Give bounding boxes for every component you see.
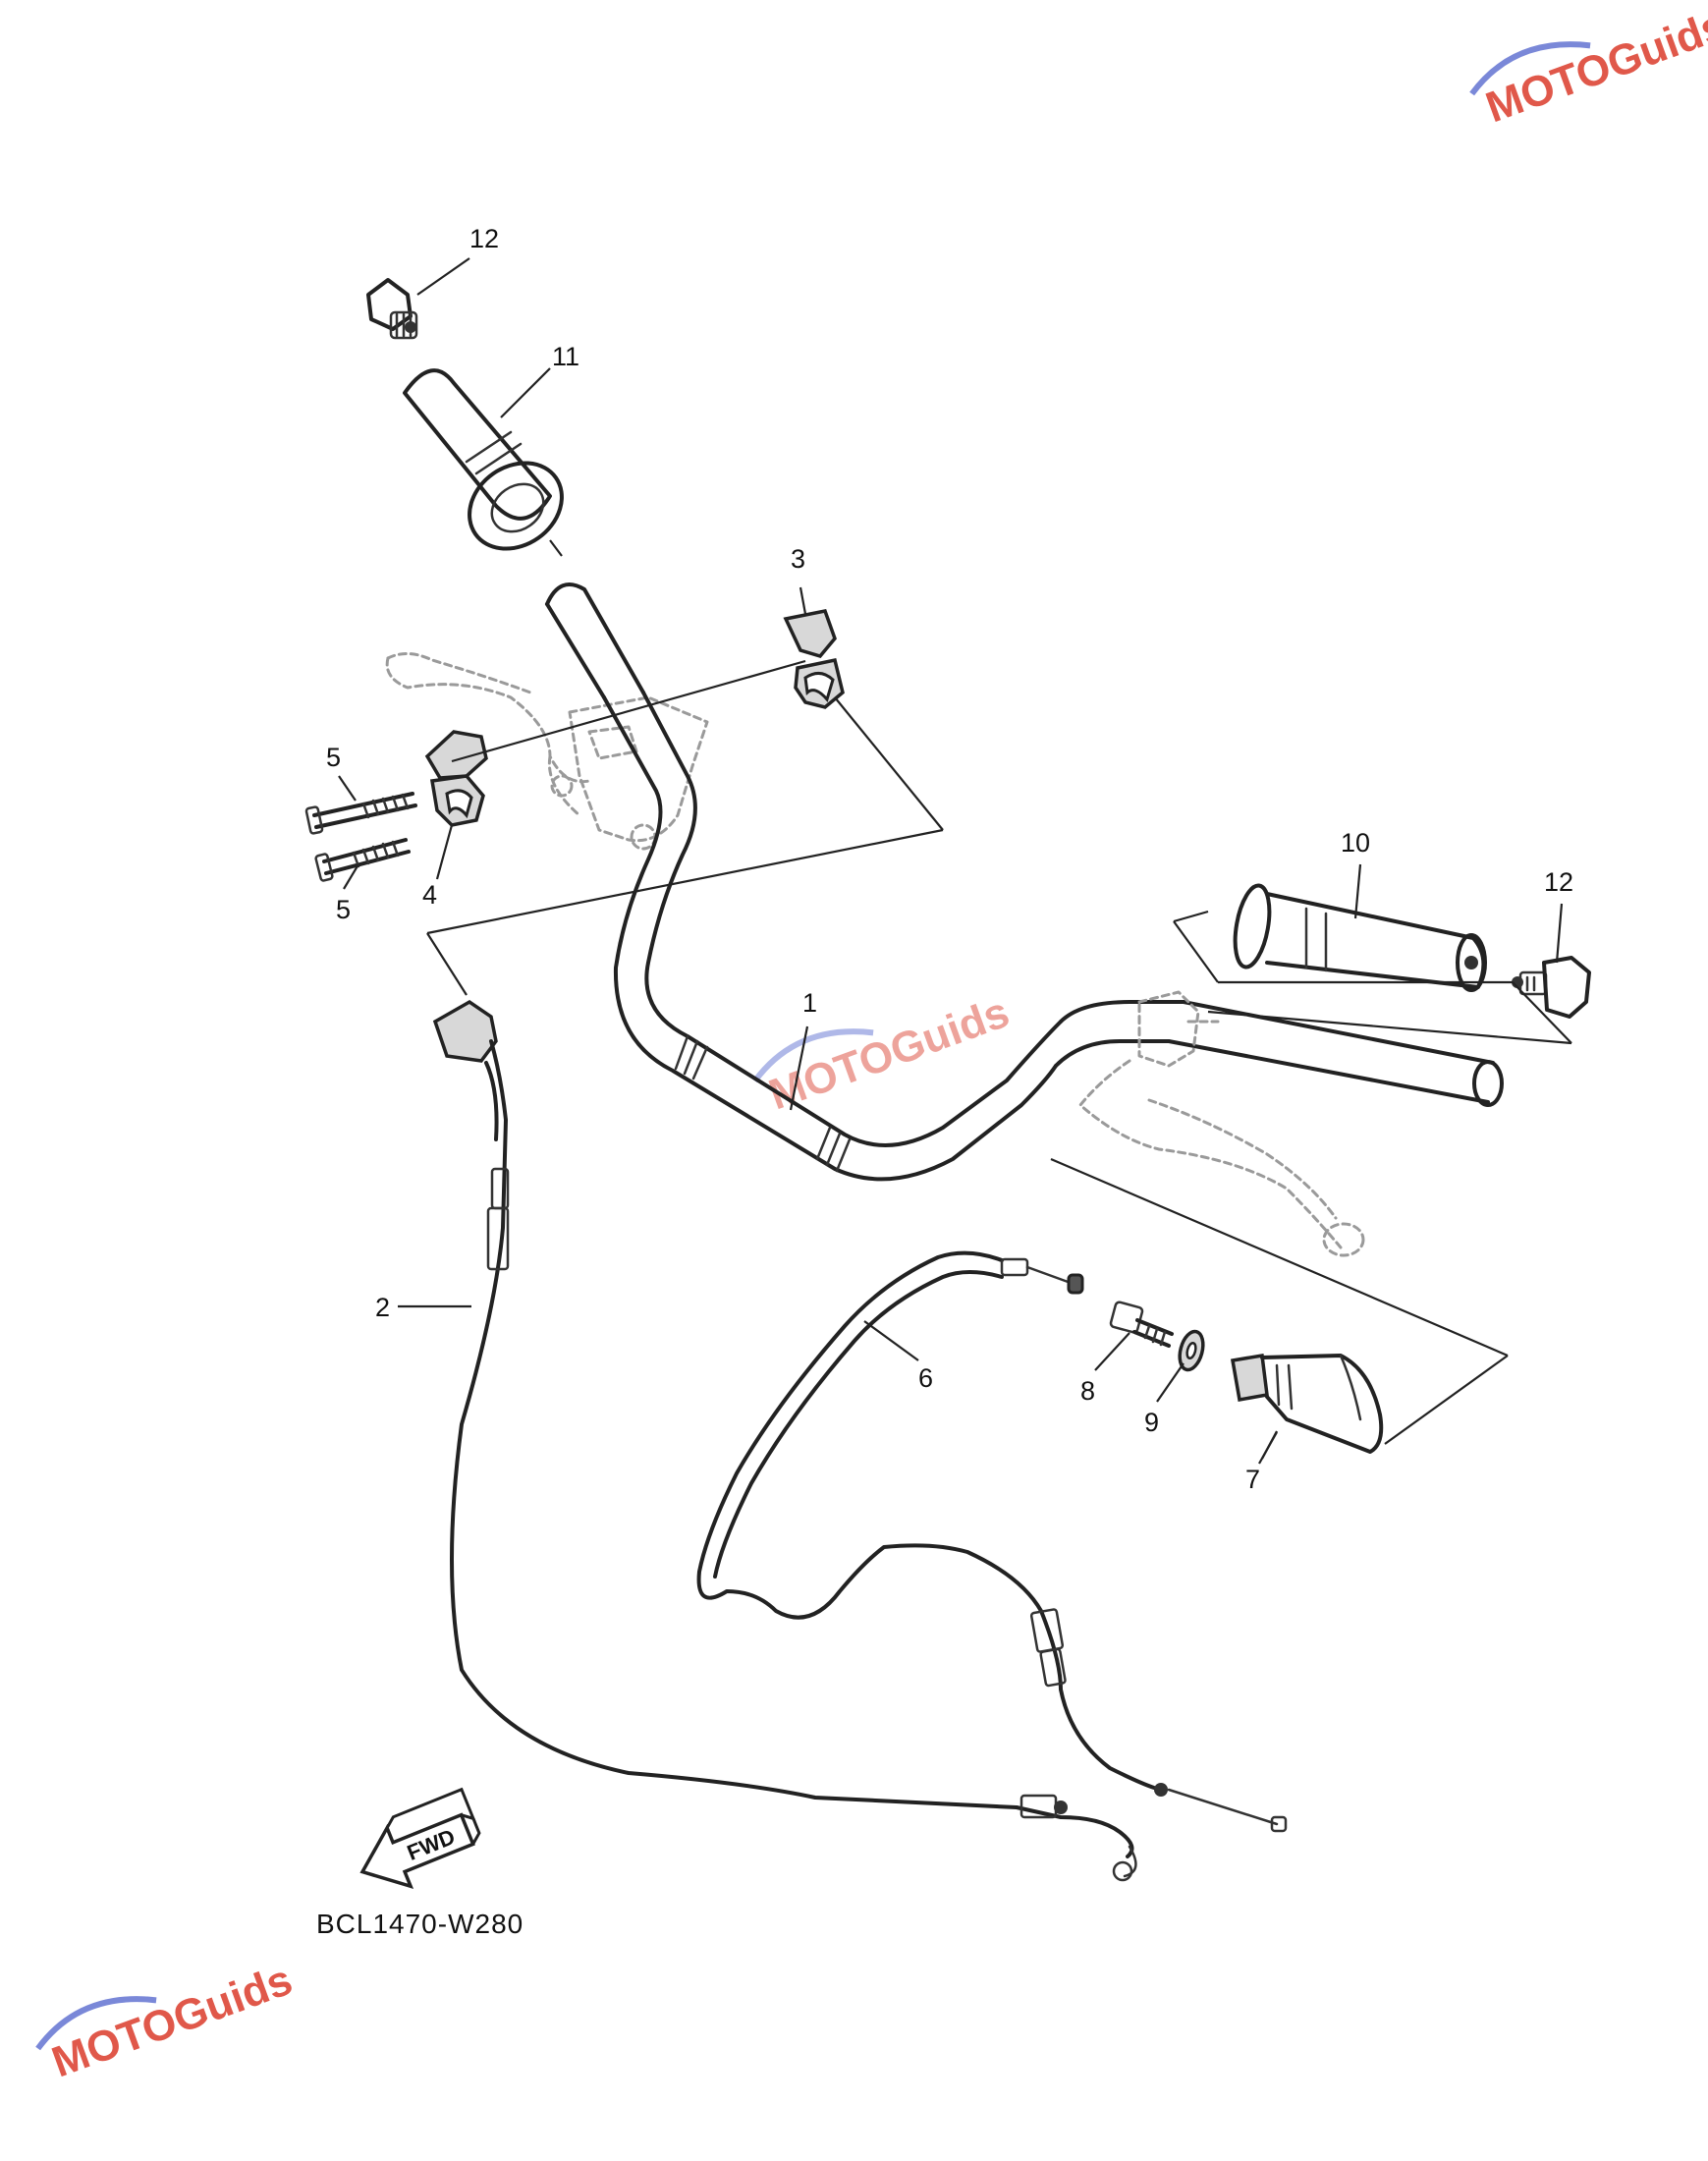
callout-6: 6 xyxy=(918,1363,933,1393)
holder-lower xyxy=(424,730,488,827)
callout-3: 3 xyxy=(791,544,805,574)
forward-arrow: FWD xyxy=(359,1787,481,1890)
cable-housing xyxy=(1230,1353,1384,1460)
callout-5-upper: 5 xyxy=(326,743,341,772)
left-grip xyxy=(1233,883,1487,992)
callout-10: 10 xyxy=(1341,828,1370,858)
callout-1: 1 xyxy=(802,988,817,1018)
watermark-text: MOTOGuids xyxy=(1480,1,1708,133)
clutch-cable xyxy=(432,999,1137,1882)
throttle-grip xyxy=(403,368,564,557)
watermark-text: MOTOGuids xyxy=(46,1956,299,2087)
callout-9: 9 xyxy=(1144,1408,1159,1437)
diagram-code: BCL1470-W280 xyxy=(316,1909,523,1939)
bolt-upper xyxy=(304,792,417,835)
handlebar-knurl-left xyxy=(674,1034,709,1080)
throttle-cable xyxy=(696,1250,1288,1833)
washer xyxy=(1178,1329,1205,1372)
leader-lines xyxy=(338,257,1564,1465)
watermark-top-right: MOTOGuids xyxy=(1469,1,1708,133)
left-lever-ghost xyxy=(385,652,709,851)
callouts: 12 11 3 5 5 4 1 2 6 8 9 7 10 12 xyxy=(326,224,1573,1494)
bolt-lower xyxy=(314,838,411,882)
callout-12-top: 12 xyxy=(469,224,499,253)
handlebar-knurl-right xyxy=(815,1126,852,1173)
throttle-screw xyxy=(1109,1301,1174,1348)
callout-8: 8 xyxy=(1080,1376,1095,1406)
handlebar-left-end xyxy=(545,582,645,699)
grip-end-top xyxy=(366,278,418,340)
callout-7: 7 xyxy=(1245,1465,1260,1494)
right-lever-ghost xyxy=(1078,990,1365,1257)
grip-end-right xyxy=(1512,956,1591,1019)
callout-12-right: 12 xyxy=(1544,867,1573,897)
holder-upper xyxy=(783,608,845,709)
callout-5-lower: 5 xyxy=(336,895,351,924)
callout-2: 2 xyxy=(375,1293,390,1322)
watermark-bottom-left: MOTOGuids xyxy=(35,1956,299,2087)
watermark-text: MOTOGuids xyxy=(763,988,1016,1120)
handlebar xyxy=(602,691,1504,1182)
callout-4: 4 xyxy=(422,880,437,910)
callout-11: 11 xyxy=(552,342,579,371)
assembly-lines xyxy=(426,659,1572,1445)
